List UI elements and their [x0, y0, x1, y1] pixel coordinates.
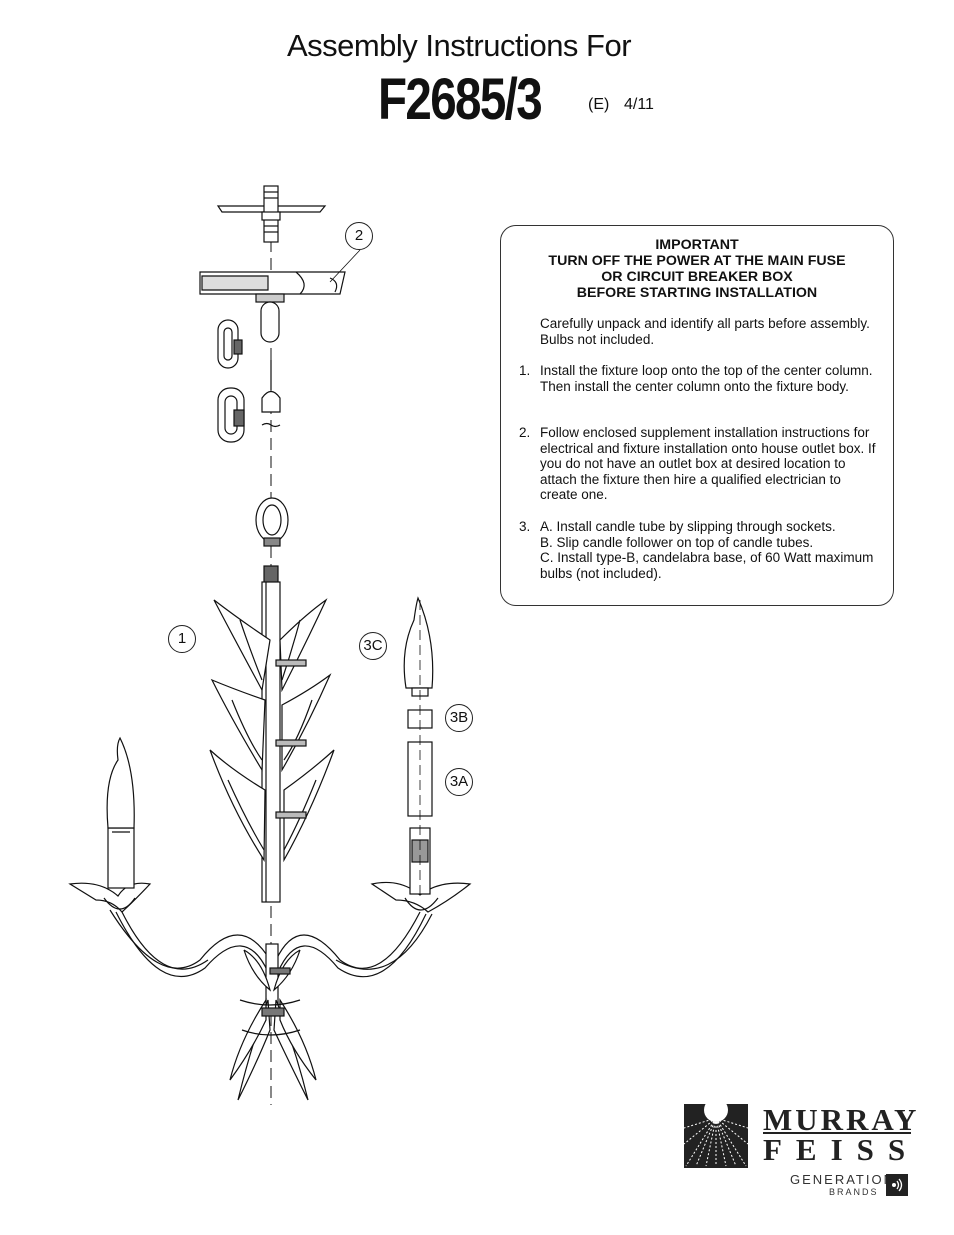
sunburst-logo-icon	[684, 1104, 748, 1168]
candle-bulb	[403, 596, 434, 697]
fixture-loop	[255, 497, 289, 547]
brand-line-2: FEISS	[763, 1132, 920, 1167]
canopy	[199, 271, 346, 343]
instructions-box: IMPORTANT TURN OFF THE POWER AT THE MAIN…	[500, 225, 894, 606]
mounting-plate	[216, 185, 327, 243]
column-leaves	[209, 598, 335, 863]
callout-3b: 3B	[445, 704, 473, 732]
page-title: Assembly Instructions For	[286, 28, 632, 63]
murray-feiss-logo: MURRAY FEISS GENERATION BRANDS	[684, 1102, 916, 1200]
brand-line-1: MURRAY	[763, 1102, 920, 1137]
revision-label: (E)	[588, 96, 610, 113]
brand-divider	[763, 1132, 911, 1134]
callout-3c: 3C	[359, 632, 387, 660]
intro-text: Carefully unpack and identify all parts …	[540, 316, 870, 347]
callout-1: 1	[168, 625, 196, 653]
callout-3a: 3A	[445, 768, 473, 796]
lower-body	[229, 943, 317, 1101]
generation-brands-icon	[886, 1174, 908, 1196]
model-number: F2685/3	[378, 67, 543, 132]
brands-text: BRANDS	[829, 1187, 879, 1197]
callout-2: 2	[345, 222, 373, 250]
chain-links	[217, 319, 245, 443]
right-arm	[275, 827, 472, 978]
left-arm	[68, 736, 271, 978]
generation-text: GENERATION	[790, 1172, 895, 1187]
important-notice: IMPORTANT TURN OFF THE POWER AT THE MAIN…	[548, 237, 846, 301]
revision-date: 4/11	[624, 96, 654, 113]
